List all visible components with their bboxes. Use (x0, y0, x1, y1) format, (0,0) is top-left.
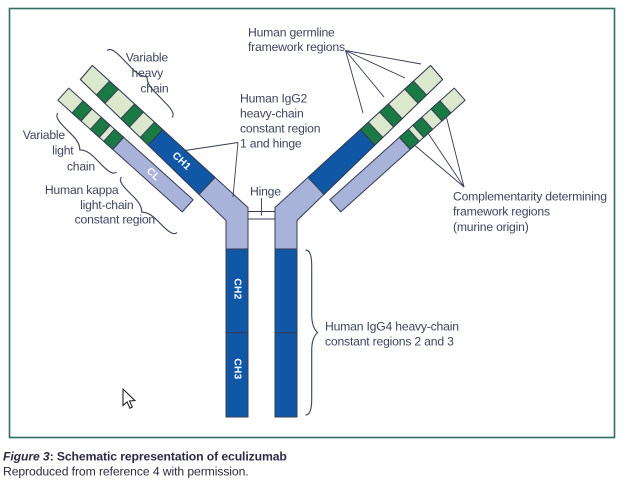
germline-pointer-line (345, 50, 385, 98)
germline-pointer-line (345, 50, 364, 114)
label-hinge: Hinge (250, 185, 281, 199)
label-germline-line1: Human germline (248, 26, 335, 40)
murine-pointer-line (445, 116, 465, 188)
igg2-pointer-line (184, 142, 239, 151)
label-igg4-line1: Human IgG4 heavy-chain (325, 320, 459, 334)
germline-pointer-line (345, 50, 422, 65)
ch2-label: CH2 (232, 278, 243, 299)
brace-variable-heavy (106, 48, 174, 118)
label-igg4-line2: constant regions 2 and 3 (325, 335, 454, 349)
label-igg2-line2: heavy-chain (240, 107, 304, 121)
label-kappa-line1: Human kappa (45, 183, 119, 197)
label-var-heavy-line3: chain (140, 82, 168, 96)
heavy-chain-body (79, 65, 249, 418)
murine-pointer-line (414, 145, 465, 188)
label-murine-line3: (murine origin) (453, 220, 529, 234)
mouse-cursor-icon (122, 387, 137, 409)
figure-caption: Figure 3: Schematic representation of ec… (3, 450, 287, 464)
cdr-stripe (120, 103, 144, 128)
cdr-stripe (95, 80, 119, 104)
ch3-domain (225, 332, 249, 418)
ch3-label: CH3 (232, 358, 243, 379)
label-kappa-line2: light-chain (80, 198, 133, 212)
label-igg2-line3: constant region (240, 122, 320, 136)
label-igg2-line1: Human IgG2 (240, 92, 308, 106)
cdr-stripe (139, 121, 164, 146)
label-murine-line2: framework regions (453, 205, 550, 219)
brace-igg4-constant (305, 249, 319, 416)
cdr-stripe (103, 128, 125, 150)
label-germline-line2: framework regions (248, 40, 345, 54)
brace-variable-light (56, 112, 117, 174)
label-kappa-line3: constant region (75, 213, 155, 227)
antibody-left-half (57, 65, 249, 418)
germline-pointer-line (345, 50, 406, 79)
figure-border (8, 7, 616, 439)
cdr-stripe (89, 116, 111, 138)
igg2-pointer-line (232, 142, 239, 198)
label-var-light-line2: light (52, 144, 74, 158)
label-var-heavy-line1: Variable (126, 51, 169, 65)
label-var-heavy-line2: heavy (131, 66, 164, 80)
figure-caption-source: Reproduced from reference 4 with permiss… (3, 465, 249, 479)
label-igg2-line4: 1 and hinge (240, 137, 302, 151)
label-var-light-line3: chain (67, 160, 95, 174)
brace-kappa-constant (119, 176, 178, 235)
label-murine-line1: Complementarity determining (453, 190, 607, 204)
label-var-light-line1: Variable (23, 128, 66, 142)
murine-pointer-line (427, 133, 465, 188)
cdr-stripe (71, 100, 93, 122)
